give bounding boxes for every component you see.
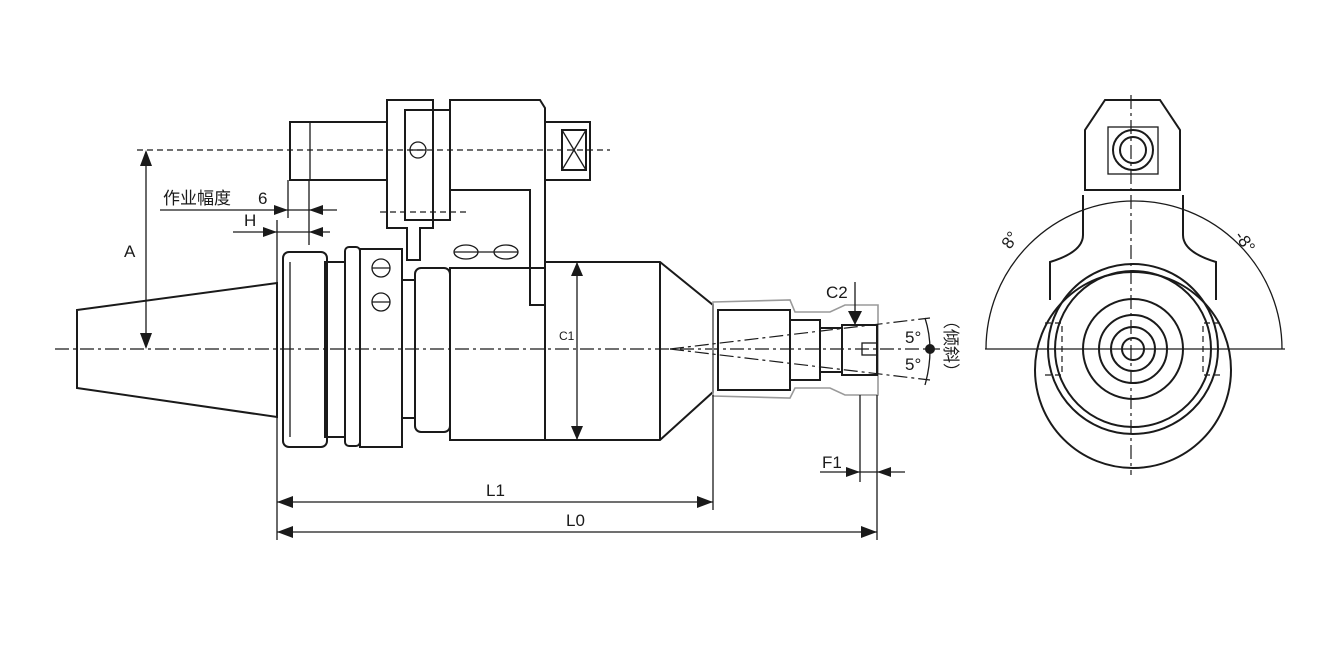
flange — [282, 246, 451, 448]
dimension-h — [233, 220, 330, 540]
label-working-range-value: 6 — [258, 189, 267, 208]
label-l1: L1 — [486, 481, 505, 500]
dimension-working-range — [160, 180, 337, 245]
label-f1: F1 — [822, 453, 842, 472]
label-working-range: 作业幅度 — [163, 189, 231, 208]
label-a: A — [124, 242, 136, 261]
label-h: H — [244, 211, 256, 230]
taper-shank — [76, 281, 278, 419]
label-angle-right: -8° — [1231, 227, 1259, 256]
label-l0: L0 — [566, 511, 585, 530]
label-c1: C1 — [559, 329, 575, 343]
label-angle-left: 8° — [998, 228, 1023, 252]
collet-nose — [669, 299, 935, 399]
dimension-a — [140, 150, 152, 349]
dimension-f1 — [820, 395, 905, 540]
dimension-l0 — [277, 526, 877, 538]
dimension-l1 — [277, 395, 714, 510]
label-c2: C2 — [826, 283, 848, 302]
adjusting-unit — [137, 99, 610, 306]
dimension-c2 — [848, 282, 862, 325]
label-tilt: （倾斜） — [941, 312, 960, 380]
dimension-c1 — [571, 262, 583, 440]
label-angle-up: 5° — [905, 328, 921, 347]
end-view — [985, 95, 1285, 475]
label-angle-down: 5° — [905, 355, 921, 374]
